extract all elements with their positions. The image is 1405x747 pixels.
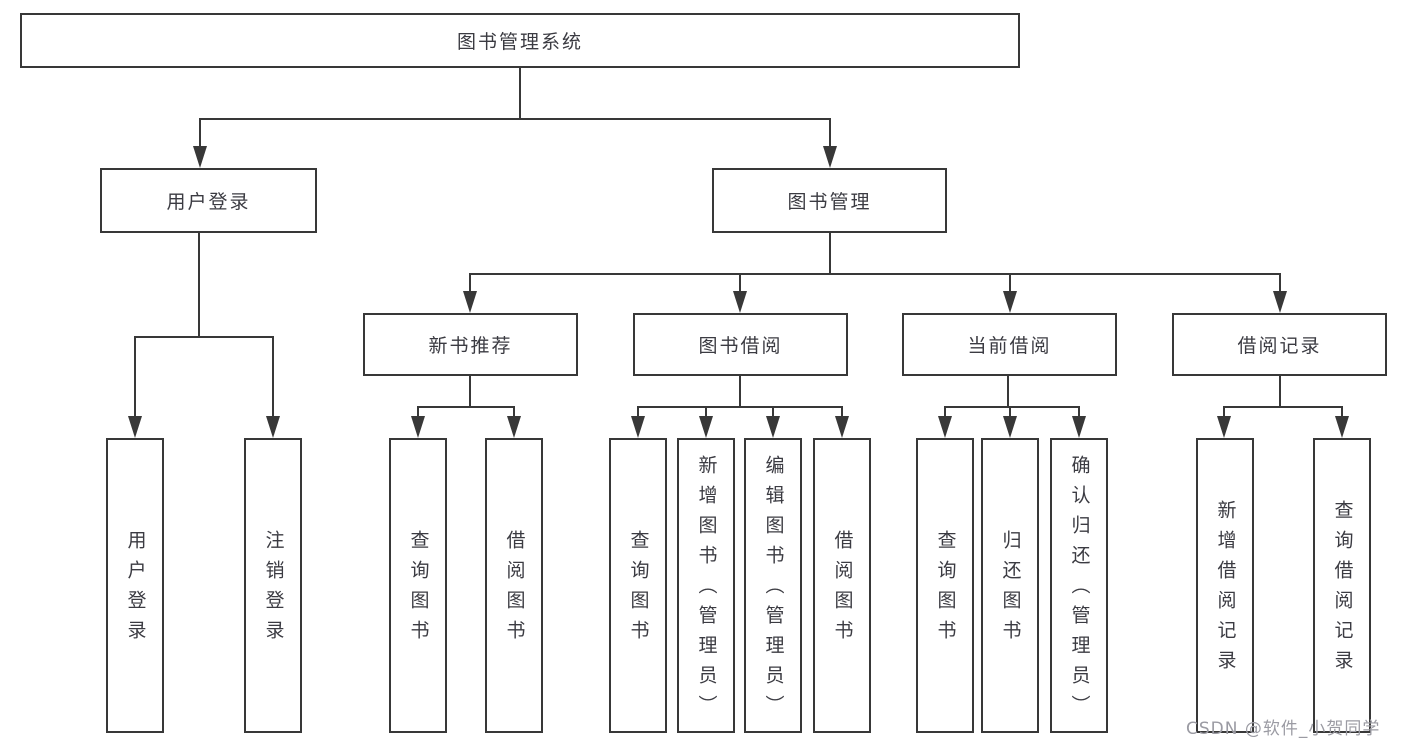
connector-line <box>469 273 471 293</box>
arrowhead <box>699 416 713 438</box>
arrowhead <box>1335 416 1349 438</box>
arrowhead <box>1003 291 1017 313</box>
connector-line <box>417 406 419 418</box>
connector-line <box>1078 406 1080 418</box>
node-leaf-add-books-admin: 新增图书（管理员） <box>677 438 735 733</box>
connector-line <box>469 376 471 406</box>
connector-line <box>944 406 946 418</box>
node-user-login: 用户登录 <box>100 168 317 233</box>
arrowhead <box>823 146 837 168</box>
arrowhead <box>266 416 280 438</box>
connector-line <box>1009 406 1011 418</box>
connector-line <box>1224 406 1343 408</box>
node-current-borrow: 当前借阅 <box>902 313 1117 376</box>
node-leaf-return-books: 归还图书 <box>981 438 1039 733</box>
arrowhead <box>1217 416 1231 438</box>
connector-line <box>418 406 515 408</box>
connector-line <box>199 118 201 150</box>
connector-line <box>739 273 741 293</box>
connector-line <box>134 336 274 338</box>
node-leaf-query-books-2: 查询图书 <box>609 438 667 733</box>
connector-line <box>638 406 843 408</box>
arrowhead <box>411 416 425 438</box>
connector-line <box>519 68 521 118</box>
node-leaf-logout: 注销登录 <box>244 438 302 733</box>
arrowhead <box>766 416 780 438</box>
arrowhead <box>733 291 747 313</box>
arrowhead <box>128 416 142 438</box>
node-leaf-query-borrow-record: 查询借阅记录 <box>1313 438 1371 733</box>
connector-line <box>198 233 200 336</box>
connector-line <box>637 406 639 418</box>
node-book-management: 图书管理 <box>712 168 947 233</box>
connector-line <box>1341 406 1343 418</box>
connector-line <box>945 406 1080 408</box>
connector-line <box>134 336 136 418</box>
connector-line <box>199 118 831 120</box>
connector-line <box>513 406 515 418</box>
connector-line <box>1007 376 1009 406</box>
node-book-borrow: 图书借阅 <box>633 313 848 376</box>
connector-line <box>772 406 774 418</box>
arrowhead <box>938 416 952 438</box>
node-leaf-borrow-books-1: 借阅图书 <box>485 438 543 733</box>
connector-line <box>841 406 843 418</box>
arrowhead <box>1003 416 1017 438</box>
connector-line <box>829 233 831 273</box>
arrowhead <box>631 416 645 438</box>
connector-line <box>739 376 741 406</box>
node-new-book-recommend: 新书推荐 <box>363 313 578 376</box>
node-leaf-query-books-1: 查询图书 <box>389 438 447 733</box>
csdn-watermark: CSDN @软件_小贺同学 <box>1186 719 1381 739</box>
connector-line <box>1279 273 1281 293</box>
connector-line <box>470 273 1281 275</box>
node-leaf-add-borrow-record: 新增借阅记录 <box>1196 438 1254 733</box>
connector-line <box>272 336 274 418</box>
connector-line <box>829 118 831 150</box>
connector-line <box>1009 273 1011 293</box>
node-leaf-edit-books-admin: 编辑图书（管理员） <box>744 438 802 733</box>
node-root: 图书管理系统 <box>20 13 1020 68</box>
connector-line <box>705 406 707 418</box>
arrowhead <box>193 146 207 168</box>
node-leaf-user-login: 用户登录 <box>106 438 164 733</box>
node-leaf-borrow-books-2: 借阅图书 <box>813 438 871 733</box>
connector-line <box>1279 376 1281 406</box>
arrowhead <box>1072 416 1086 438</box>
node-borrow-records: 借阅记录 <box>1172 313 1387 376</box>
arrowhead <box>463 291 477 313</box>
connector-line <box>1223 406 1225 418</box>
node-leaf-query-books-3: 查询图书 <box>916 438 974 733</box>
arrowhead <box>507 416 521 438</box>
arrowhead <box>835 416 849 438</box>
node-leaf-confirm-return-admin: 确认归还（管理员） <box>1050 438 1108 733</box>
arrowhead <box>1273 291 1287 313</box>
